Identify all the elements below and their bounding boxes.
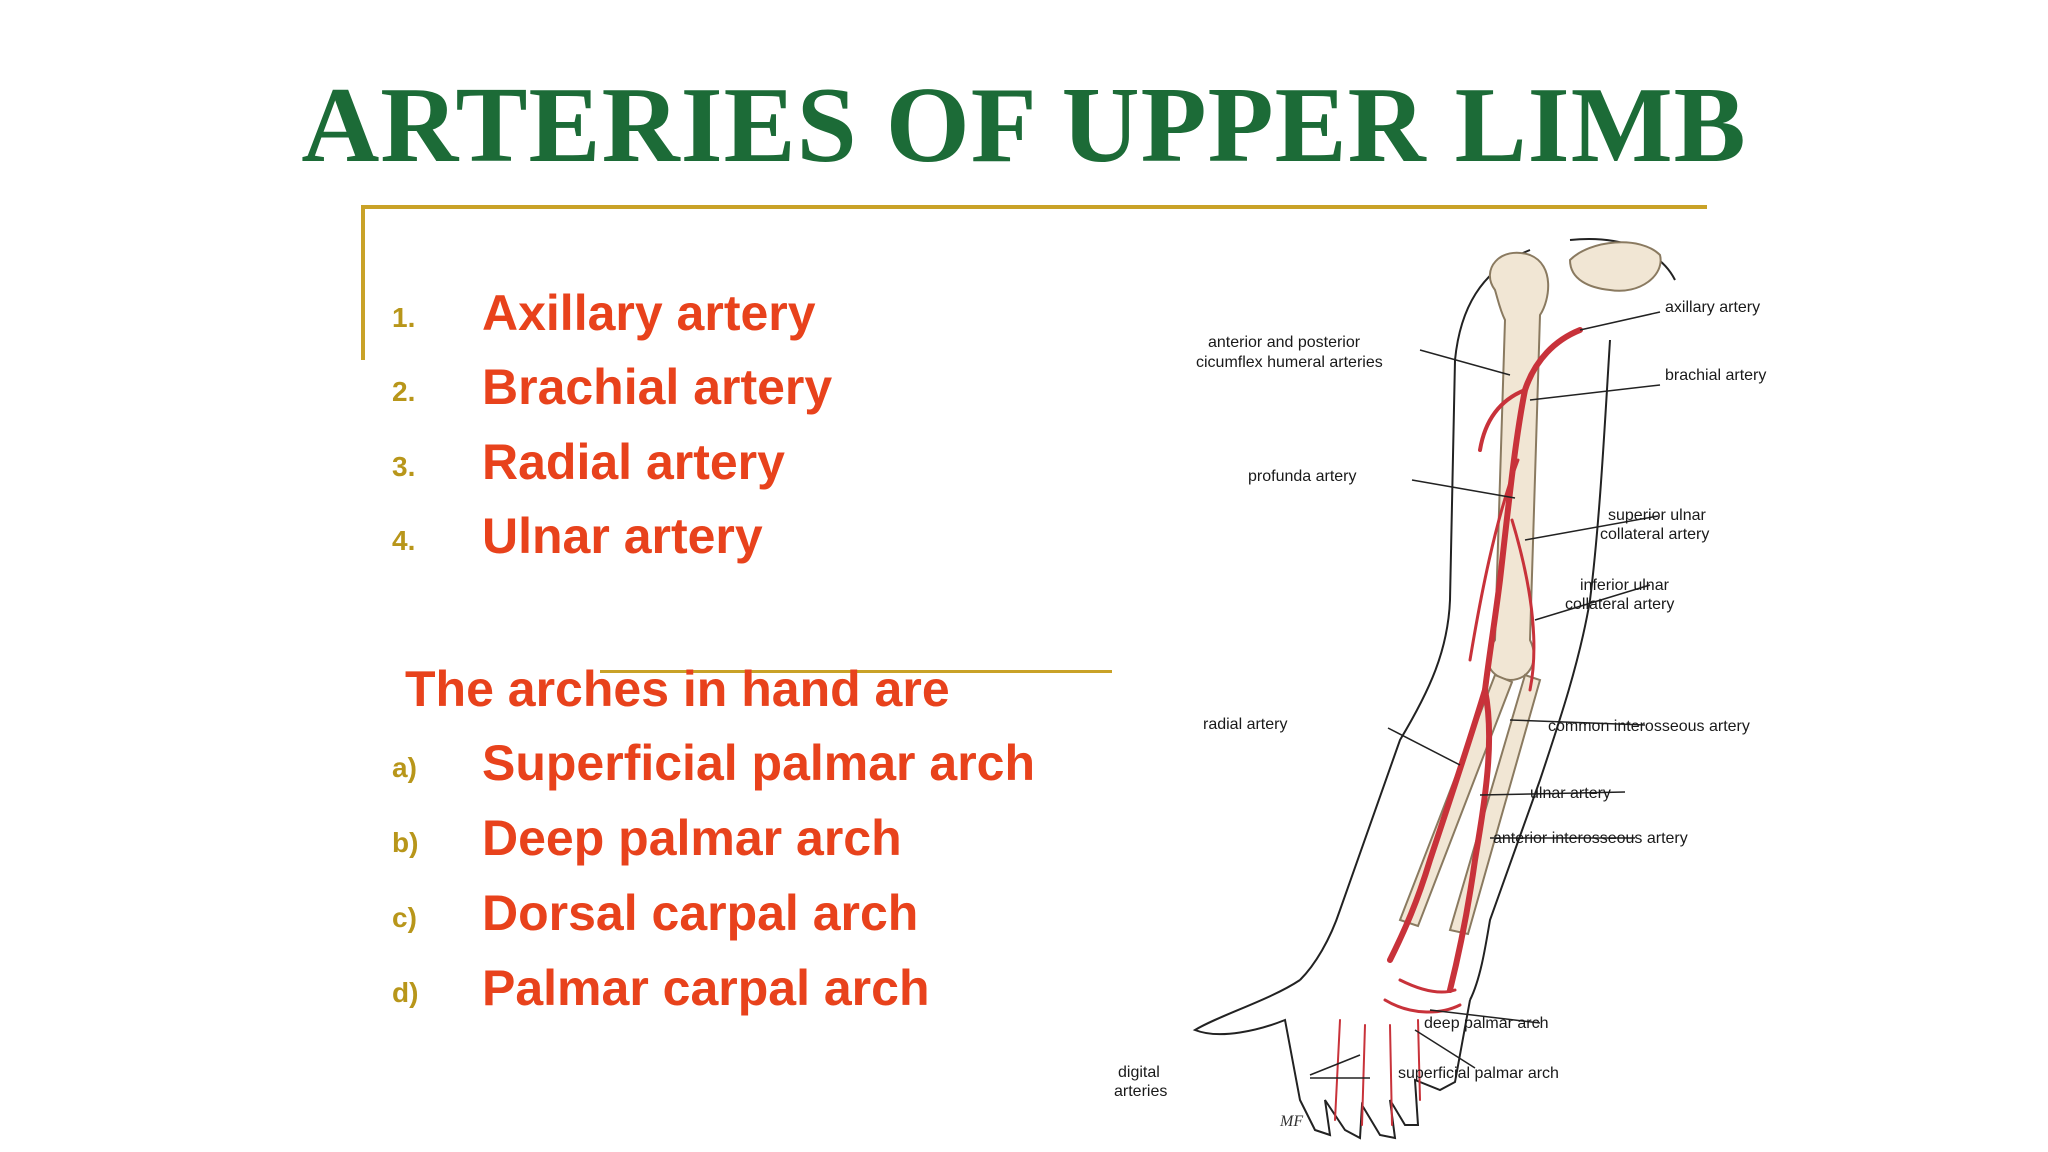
list-marker: 4. [392, 525, 416, 556]
left-divider [361, 205, 365, 360]
top-divider [361, 205, 1707, 209]
label-deep-palmar-arch: deep palmar arch [1424, 1015, 1549, 1032]
list-marker: c) [392, 902, 417, 933]
list-marker: 2. [392, 376, 416, 407]
list-marker: 3. [392, 451, 416, 482]
label-ulnar-artery: ulnar artery [1530, 785, 1611, 802]
middle-divider [600, 670, 1112, 673]
list-marker: b) [392, 827, 419, 858]
list-item-label: Ulnar artery [482, 508, 763, 564]
label-axillary-artery: axillary artery [1665, 299, 1760, 316]
list-item-label: Axillary artery [482, 285, 816, 341]
label-digital-line2: arteries [1114, 1083, 1167, 1100]
list-item-label: Dorsal carpal arch [482, 885, 919, 941]
label-superior-ulnar-line1: superior ulnar [1608, 507, 1707, 524]
list-marker: d) [392, 977, 419, 1008]
list-marker: 1. [392, 302, 416, 333]
list-item-label: Palmar carpal arch [482, 960, 930, 1016]
callout-lines [1309, 311, 1661, 1079]
arm-outline [1192, 238, 1676, 1140]
upper-limb-artery-diagram: axillary artery anterior and posterior c… [1100, 220, 1800, 1152]
list-marker: a) [392, 752, 417, 783]
list-item-label: Deep palmar arch [482, 810, 902, 866]
label-circumflex-line1: anterior and posterior [1208, 334, 1361, 351]
label-digital-line1: digital [1118, 1064, 1160, 1081]
label-inferior-ulnar-line2: collateral artery [1565, 596, 1674, 613]
label-superficial-palmar-arch: superficial palmar arch [1398, 1065, 1559, 1082]
label-anterior-interosseous: anterior interosseous artery [1493, 830, 1688, 847]
arm-illustration: axillary artery anterior and posterior c… [1114, 238, 1766, 1140]
illustrator-signature: MF [1279, 1113, 1303, 1130]
label-common-interosseous: common interosseous artery [1548, 718, 1750, 735]
arteries [1334, 327, 1583, 1126]
label-circumflex-line2: cicumflex humeral arteries [1196, 354, 1383, 371]
label-profunda-artery: profunda artery [1248, 468, 1357, 485]
label-inferior-ulnar-line1: inferior ulnar [1580, 577, 1670, 594]
list-item-label: Brachial artery [482, 359, 833, 415]
slide-title: ARTERIES OF UPPER LIMB [301, 66, 1747, 185]
arches-heading: The arches in hand are [405, 661, 950, 717]
label-radial-artery: radial artery [1203, 716, 1287, 733]
list-item-label: Superficial palmar arch [482, 735, 1036, 791]
label-superior-ulnar-line2: collateral artery [1600, 526, 1709, 543]
label-brachial-artery: brachial artery [1665, 367, 1766, 384]
list-item-label: Radial artery [482, 434, 785, 490]
